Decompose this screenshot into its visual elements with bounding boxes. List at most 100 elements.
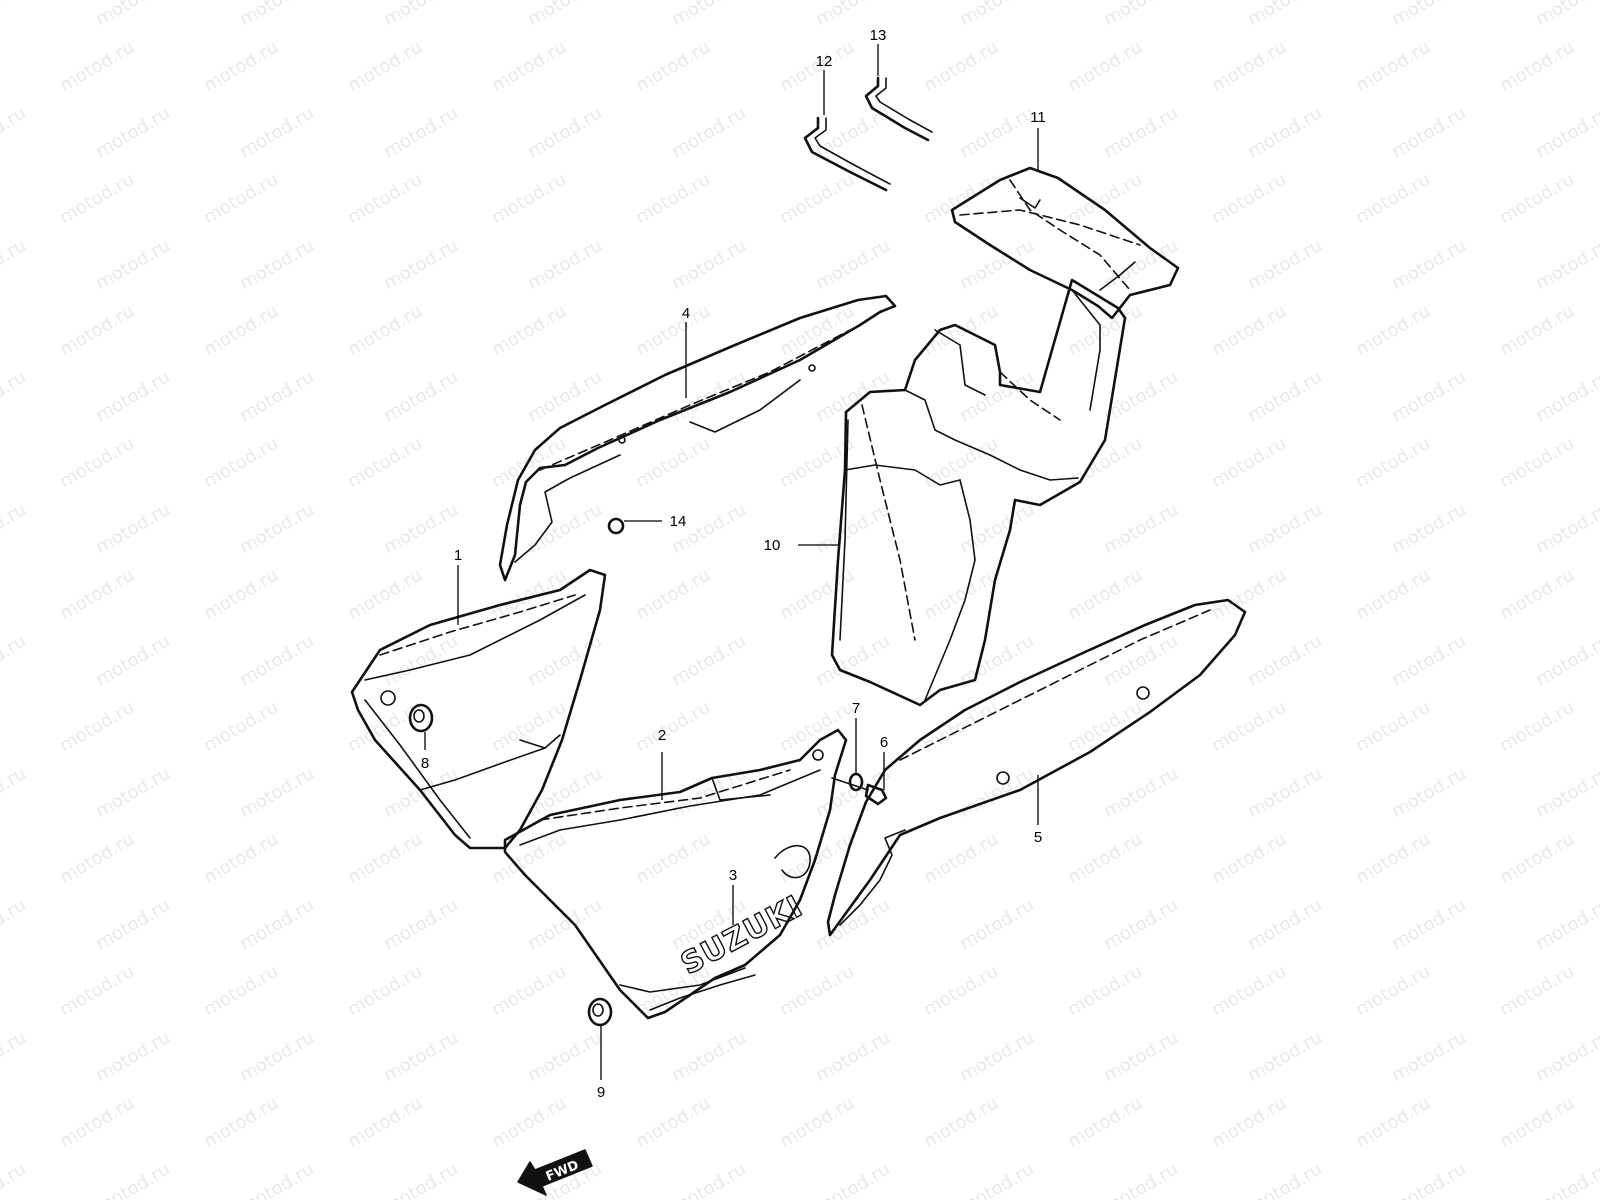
watermark-text: motod.ru <box>632 829 714 888</box>
watermark-text: motod.ru <box>1244 1027 1326 1086</box>
watermark-text: motod.ru <box>380 103 462 162</box>
part-14-clip <box>607 517 625 535</box>
callout-4: 4 <box>682 305 690 322</box>
watermark-text: motod.ru <box>1244 103 1326 162</box>
callout-10: 10 <box>764 537 781 554</box>
watermark-text: motod.ru <box>0 763 30 822</box>
watermark-text: motod.ru <box>1532 1159 1600 1200</box>
watermark-text: motod.ru <box>380 1027 462 1086</box>
watermark-text: motod.ru <box>56 1093 138 1152</box>
watermark-text: motod.ru <box>200 961 282 1020</box>
part-6-screw <box>831 777 888 806</box>
watermark-text: motod.ru <box>1532 1027 1600 1086</box>
watermark-text: motod.ru <box>236 235 318 294</box>
watermark-text: motod.ru <box>812 499 894 558</box>
watermark-text: motod.ru <box>236 895 318 954</box>
watermark-text: motod.ru <box>236 1027 318 1086</box>
callout-7: 7 <box>852 700 860 717</box>
watermark-text: motod.ru <box>632 433 714 492</box>
watermark-text: motod.ru <box>0 235 30 294</box>
watermark-text: motod.ru <box>344 829 426 888</box>
watermark-text: motod.ru <box>380 367 462 426</box>
watermark-text: motod.ru <box>200 697 282 756</box>
watermark-text: motod.ru <box>812 367 894 426</box>
watermark-text: motod.ru <box>344 961 426 1020</box>
watermark-text: motod.ru <box>488 565 570 624</box>
watermark-text: motod.ru <box>1064 961 1146 1020</box>
watermark-text: motod.ru <box>56 37 138 96</box>
watermark-text: motod.ru <box>1244 499 1326 558</box>
watermark-text: motod.ru <box>1388 103 1470 162</box>
watermark-text: motod.ru <box>1244 1159 1326 1200</box>
part-11-tool-bag <box>950 166 1180 320</box>
watermark-text: motod.ru <box>200 37 282 96</box>
watermark-text: motod.ru <box>1352 1093 1434 1152</box>
watermark-text: motod.ru <box>632 301 714 360</box>
watermark-text: motod.ru <box>1532 631 1600 690</box>
watermark-text: motod.ru <box>1352 169 1434 228</box>
watermark-text: motod.ru <box>200 829 282 888</box>
watermark-text: motod.ru <box>1208 1093 1290 1152</box>
watermark-text: motod.ru <box>0 1027 30 1086</box>
watermark-text: motod.ru <box>92 0 174 30</box>
watermark-text: motod.ru <box>1352 697 1434 756</box>
watermark-text: motod.ru <box>1496 829 1578 888</box>
part-13-wire-rod <box>864 76 933 142</box>
watermark-text: motod.ru <box>200 565 282 624</box>
watermark-text: motod.ru <box>56 829 138 888</box>
watermark-text: motod.ru <box>380 499 462 558</box>
watermark-text: motod.ru <box>812 235 894 294</box>
watermark-text: motod.ru <box>1244 763 1326 822</box>
watermark-text: motod.ru <box>1388 367 1470 426</box>
watermark-text: motod.ru <box>92 1027 174 1086</box>
watermark-text: motod.ru <box>1388 895 1470 954</box>
watermark-text: motod.ru <box>1388 0 1470 30</box>
watermark-text: motod.ru <box>92 367 174 426</box>
part-9-grommet <box>587 997 613 1027</box>
watermark-text: motod.ru <box>668 0 750 30</box>
watermark-text: motod.ru <box>380 895 462 954</box>
watermark-text: motod.ru <box>1064 37 1146 96</box>
watermark-text: motod.ru <box>56 169 138 228</box>
watermark-text: motod.ru <box>0 895 30 954</box>
watermark-text: motod.ru <box>92 895 174 954</box>
watermark-text: motod.ru <box>632 169 714 228</box>
watermark-text: motod.ru <box>56 301 138 360</box>
watermark-text: motod.ru <box>776 1093 858 1152</box>
watermark-text: motod.ru <box>1496 37 1578 96</box>
watermark-text: motod.ru <box>0 103 30 162</box>
watermark-text: motod.ru <box>344 37 426 96</box>
watermark-text: motod.ru <box>1532 367 1600 426</box>
watermark-text: motod.ru <box>0 1159 30 1200</box>
callout-labels: 1 2 3 4 5 6 7 8 9 10 11 12 13 14 <box>421 27 1046 1101</box>
watermark-text: motod.ru <box>236 367 318 426</box>
watermark-text: motod.ru <box>1100 0 1182 30</box>
watermark-text: motod.ru <box>1496 565 1578 624</box>
watermark-text: motod.ru <box>344 301 426 360</box>
watermark-text: motod.ru <box>632 37 714 96</box>
watermark-text: motod.ru <box>0 631 30 690</box>
watermark-text: motod.ru <box>380 0 462 30</box>
watermark-text: motod.ru <box>1352 37 1434 96</box>
callout-11: 11 <box>1030 109 1046 126</box>
watermark-text: motod.ru <box>92 631 174 690</box>
callout-9: 9 <box>597 1084 605 1101</box>
callout-12: 12 <box>816 53 833 70</box>
watermark-text: motod.ru <box>524 235 606 294</box>
watermark-text: motod.ru <box>524 895 606 954</box>
watermark-text: motod.ru <box>524 367 606 426</box>
watermark-text: motod.ru <box>1208 37 1290 96</box>
watermark-text: motod.ru <box>812 1159 894 1200</box>
watermark-text: motod.ru <box>1532 499 1600 558</box>
watermark-text: motod.ru <box>632 697 714 756</box>
watermark-text: motod.ru <box>632 1093 714 1152</box>
watermark-text: motod.ru <box>524 1027 606 1086</box>
watermark-text: motod.ru <box>1208 565 1290 624</box>
watermark-text: motod.ru <box>1352 565 1434 624</box>
callout-14: 14 <box>670 513 687 530</box>
watermark-text: motod.ru <box>1064 565 1146 624</box>
watermark-text: motod.ru <box>56 961 138 1020</box>
watermark-text: motod.ru <box>524 103 606 162</box>
watermark-text: motod.ru <box>1064 697 1146 756</box>
